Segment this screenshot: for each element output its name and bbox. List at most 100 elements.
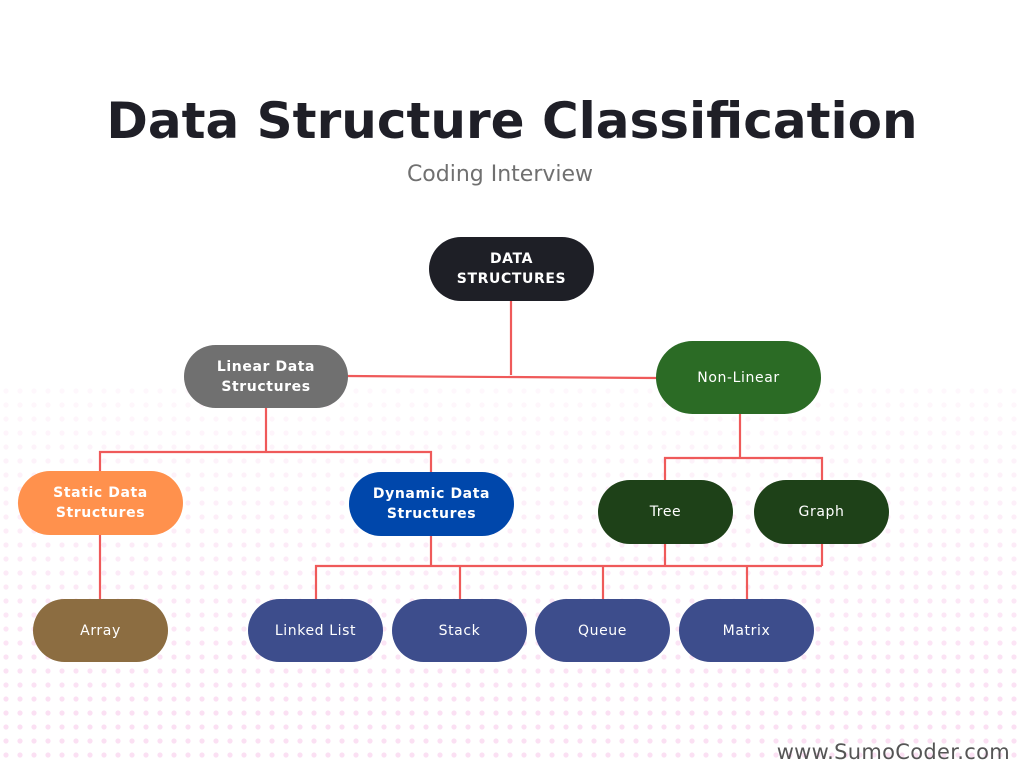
background-dot — [171, 724, 177, 730]
background-dot — [115, 724, 121, 730]
background-dot — [241, 514, 247, 520]
background-dot — [549, 668, 555, 674]
background-dot — [871, 682, 877, 688]
background-dot — [563, 500, 569, 506]
background-dot — [3, 584, 9, 590]
background-dot — [255, 514, 261, 520]
background-dot — [899, 472, 905, 478]
background-dot — [843, 598, 849, 604]
background-dot — [983, 472, 989, 478]
background-dot — [1011, 556, 1017, 562]
background-dot — [73, 458, 79, 464]
background-dot — [969, 500, 975, 506]
background-dot — [619, 682, 625, 688]
background-dot — [801, 668, 807, 674]
background-dot — [745, 682, 751, 688]
background-dot — [381, 570, 387, 576]
background-dot — [689, 710, 695, 716]
background-dot — [17, 710, 23, 716]
background-dot — [73, 696, 79, 702]
background-dot — [745, 696, 751, 702]
background-dot — [241, 668, 247, 674]
background-dot — [563, 528, 569, 534]
background-dot — [941, 500, 947, 506]
background-dot — [647, 570, 653, 576]
background-dot — [927, 556, 933, 562]
background-dot — [395, 598, 401, 604]
background-dot — [549, 500, 555, 506]
background-dot — [745, 458, 751, 464]
background-dot — [437, 724, 443, 730]
background-dot — [815, 654, 821, 660]
background-dot — [227, 416, 233, 422]
background-dot — [591, 486, 597, 492]
background-dot — [899, 738, 905, 744]
background-dot — [311, 696, 317, 702]
background-dot — [857, 724, 863, 730]
background-dot — [199, 724, 205, 730]
background-dot — [171, 710, 177, 716]
background-dot — [395, 416, 401, 422]
background-dot — [3, 528, 9, 534]
background-dot — [185, 612, 191, 618]
background-dot — [423, 402, 429, 408]
background-dot — [3, 556, 9, 562]
background-dot — [521, 556, 527, 562]
background-dot — [633, 388, 639, 394]
background-dot — [297, 430, 303, 436]
background-dot — [983, 458, 989, 464]
background-dot — [633, 710, 639, 716]
background-dot — [745, 486, 751, 492]
background-dot — [899, 584, 905, 590]
background-dot — [997, 514, 1003, 520]
background-dot — [465, 682, 471, 688]
background-dot — [423, 570, 429, 576]
background-dot — [577, 486, 583, 492]
background-dot — [941, 668, 947, 674]
background-dot — [101, 710, 107, 716]
background-dot — [17, 584, 23, 590]
background-dot — [591, 430, 597, 436]
background-dot — [563, 402, 569, 408]
background-dot — [745, 514, 751, 520]
background-dot — [255, 724, 261, 730]
background-dot — [997, 402, 1003, 408]
background-dot — [227, 724, 233, 730]
background-dot — [381, 584, 387, 590]
background-dot — [3, 752, 9, 758]
background-dot — [745, 430, 751, 436]
background-dot — [885, 556, 891, 562]
background-dot — [535, 556, 541, 562]
background-dot — [787, 724, 793, 730]
background-dot — [885, 668, 891, 674]
background-dot — [521, 668, 527, 674]
background-dot — [563, 542, 569, 548]
background-dot — [521, 752, 527, 758]
background-dot — [941, 654, 947, 660]
background-dot — [969, 458, 975, 464]
background-dot — [59, 458, 65, 464]
background-dot — [395, 444, 401, 450]
background-dot — [31, 668, 37, 674]
background-dot — [381, 556, 387, 562]
background-dot — [395, 696, 401, 702]
background-dot — [227, 430, 233, 436]
background-dot — [381, 696, 387, 702]
background-dot — [297, 752, 303, 758]
background-dot — [899, 598, 905, 604]
background-dot — [367, 570, 373, 576]
background-dot — [129, 556, 135, 562]
background-dot — [3, 696, 9, 702]
background-dot — [591, 738, 597, 744]
background-dot — [45, 570, 51, 576]
background-dot — [773, 668, 779, 674]
background-dot — [633, 430, 639, 436]
background-dot — [129, 458, 135, 464]
background-dot — [787, 472, 793, 478]
background-dot — [227, 738, 233, 744]
background-dot — [535, 696, 541, 702]
background-dot — [969, 584, 975, 590]
background-dot — [199, 668, 205, 674]
background-dot — [227, 472, 233, 478]
background-dot — [507, 584, 513, 590]
